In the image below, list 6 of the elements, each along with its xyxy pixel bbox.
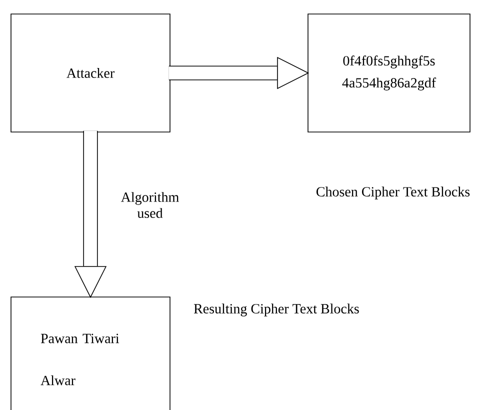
cipher-text-box: 0f4f0fs5ghhgf5s 4a554hg86a2gdf: [308, 14, 470, 132]
edge-label: Algorithm used: [120, 192, 179, 218]
attacker-box: Attacker: [10, 14, 170, 132]
node-label: Resulting Cipher Text Blocks: [194, 304, 359, 316]
node-label: Chosen Cipher Text Blocks: [316, 186, 470, 200]
result-box: Pawan Tiwari Alwar: [10, 296, 170, 410]
